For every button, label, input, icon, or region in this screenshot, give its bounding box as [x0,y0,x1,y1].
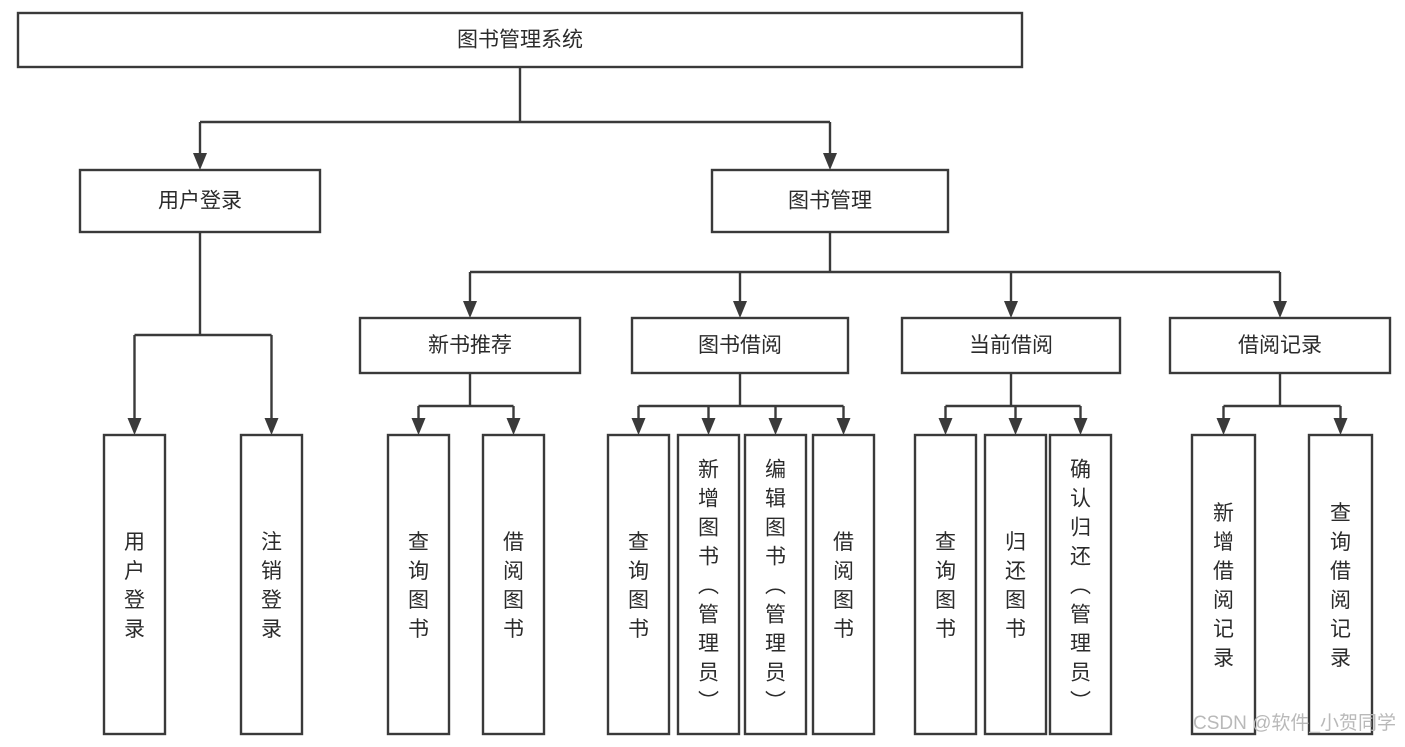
connector-group-bus-user-login [127,232,279,435]
node-box-leaf-user-login[interactable] [102,433,167,736]
node-label-book-manage: 图书管理 [788,190,872,213]
arrow-head-icon [823,153,837,170]
node-leaf-query-book-2[interactable]: 查询图书 [606,433,671,736]
node-root[interactable]: 图书管理系统 [16,11,1024,69]
arrow-head-icon [264,418,279,435]
connector-group-bus-book-manage [463,232,1287,318]
node-label-current-borrow: 当前借阅 [969,334,1053,357]
node-current-borrow[interactable]: 当前借阅 [900,316,1122,375]
node-box-leaf-add-record[interactable] [1190,433,1257,736]
node-box-book-manage[interactable] [710,168,950,234]
node-box-leaf-add-book[interactable] [676,433,741,736]
arrow-head-icon [631,418,646,435]
node-label-book-borrow: 图书借阅 [698,334,782,357]
node-label-leaf-confirm-return: 确认归还︵管理员︶ [1070,459,1091,714]
arrow-head-icon [127,418,142,435]
node-box-borrow-record[interactable] [1168,316,1392,375]
node-label-user-login: 用户登录 [158,190,242,213]
arrow-head-icon [411,418,426,435]
arrow-head-icon [1008,418,1023,435]
node-label-leaf-query-record: 查询借阅记录 [1330,502,1351,670]
node-label-leaf-add-book: 新增图书︵管理员︶ [698,459,719,714]
arrow-head-icon [1333,418,1348,435]
node-box-leaf-borrow-book-2[interactable] [811,433,876,736]
node-borrow-record[interactable]: 借阅记录 [1168,316,1392,375]
node-label-leaf-logout: 注销登录 [261,531,282,641]
node-leaf-query-book-1[interactable]: 查询图书 [386,433,451,736]
arrow-head-icon [1004,301,1018,318]
node-label-leaf-add-record: 新增借阅记录 [1213,502,1234,670]
node-leaf-add-record[interactable]: 新增借阅记录 [1190,433,1257,736]
connectors-layer [127,67,1348,435]
node-box-leaf-logout[interactable] [239,433,304,736]
node-box-leaf-borrow-book-1[interactable] [481,433,546,736]
node-box-leaf-confirm-return[interactable] [1048,433,1113,736]
arrow-head-icon [768,418,783,435]
node-label-leaf-query-book-1: 查询图书 [408,531,429,641]
node-box-book-borrow[interactable] [630,316,850,375]
arrow-head-icon [836,418,851,435]
node-leaf-edit-book[interactable]: 编辑图书︵管理员︶ [743,433,808,736]
node-leaf-borrow-book-2[interactable]: 借阅图书 [811,433,876,736]
connector-group-bus-current-borrow [938,373,1088,435]
node-leaf-return-book[interactable]: 归还图书 [983,433,1048,736]
node-leaf-query-record[interactable]: 查询借阅记录 [1307,433,1374,736]
node-book-manage[interactable]: 图书管理 [710,168,950,234]
connector-group-bus-borrow-record [1216,373,1348,435]
node-box-current-borrow[interactable] [900,316,1122,375]
arrow-head-icon [1273,301,1287,318]
node-label-leaf-edit-book: 编辑图书︵管理员︶ [765,459,786,714]
node-box-user-login[interactable] [78,168,322,234]
node-book-borrow[interactable]: 图书借阅 [630,316,850,375]
nodes-layer: 图书管理系统用户登录图书管理新书推荐图书借阅当前借阅借阅记录用户登录注销登录查询… [16,11,1392,736]
node-user-login[interactable]: 用户登录 [78,168,322,234]
node-label-root: 图书管理系统 [457,29,583,52]
node-label-leaf-borrow-book-1: 借阅图书 [503,531,524,641]
arrow-head-icon [463,301,477,318]
node-box-leaf-query-book-3[interactable] [913,433,978,736]
node-new-book-rec[interactable]: 新书推荐 [358,316,582,375]
node-box-root[interactable] [16,11,1024,69]
arrow-head-icon [701,418,716,435]
node-leaf-user-login[interactable]: 用户登录 [102,433,167,736]
node-box-leaf-return-book[interactable] [983,433,1048,736]
arrow-head-icon [733,301,747,318]
node-label-leaf-return-book: 归还图书 [1005,531,1026,641]
connector-group-bus-root [193,67,837,170]
node-leaf-borrow-book-1[interactable]: 借阅图书 [481,433,546,736]
arrow-head-icon [506,418,521,435]
node-box-leaf-query-book-1[interactable] [386,433,451,736]
node-leaf-add-book[interactable]: 新增图书︵管理员︶ [676,433,741,736]
node-label-borrow-record: 借阅记录 [1238,334,1322,357]
connector-group-bus-book-borrow [631,373,851,435]
connector-group-bus-new-book-rec [411,373,521,435]
node-leaf-confirm-return[interactable]: 确认归还︵管理员︶ [1048,433,1113,736]
node-label-new-book-rec: 新书推荐 [428,334,512,357]
node-box-leaf-query-book-2[interactable] [606,433,671,736]
node-label-leaf-user-login: 用户登录 [124,531,145,641]
node-label-leaf-query-book-2: 查询图书 [628,531,649,641]
node-label-leaf-borrow-book-2: 借阅图书 [833,531,854,641]
node-leaf-query-book-3[interactable]: 查询图书 [913,433,978,736]
arrow-head-icon [1216,418,1231,435]
node-box-leaf-query-record[interactable] [1307,433,1374,736]
csdn-watermark: CSDN @软件_小贺同学 [1193,712,1396,734]
arrow-head-icon [938,418,953,435]
node-box-new-book-rec[interactable] [358,316,582,375]
arrow-head-icon [1073,418,1088,435]
node-label-leaf-query-book-3: 查询图书 [935,531,956,641]
node-leaf-logout[interactable]: 注销登录 [239,433,304,736]
arrow-head-icon [193,153,207,170]
node-box-leaf-edit-book[interactable] [743,433,808,736]
